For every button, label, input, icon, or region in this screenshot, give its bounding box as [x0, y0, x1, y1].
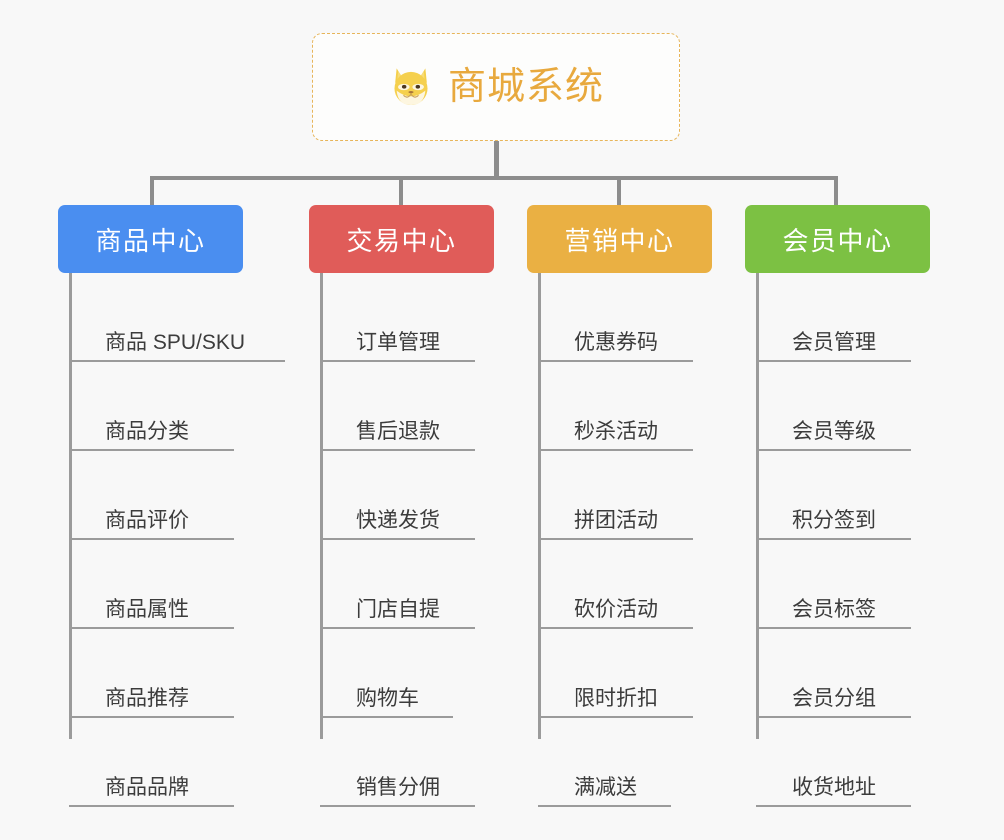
leaf-label: 拼团活动	[574, 509, 658, 532]
category-label-3: 营销中心	[564, 225, 675, 256]
root-title: 商城系统	[447, 66, 604, 108]
leaf-label: 售后退款	[356, 420, 440, 443]
category-header-4[interactable]: 会员中心	[745, 205, 930, 273]
leaf-label: 销售分佣	[356, 776, 440, 799]
leaf-item[interactable]: 拼团活动	[538, 451, 693, 540]
leaf-label: 满减送	[574, 776, 637, 799]
leaf-item[interactable]: 购物车	[320, 629, 453, 718]
category-header-2[interactable]: 交易中心	[309, 205, 494, 273]
branch-drop-line-2	[399, 176, 403, 208]
leaf-underline	[69, 449, 234, 451]
leaf-item[interactable]: 优惠券码	[538, 273, 693, 362]
leaf-item[interactable]: 商品品牌	[69, 718, 234, 807]
leaf-underline	[69, 805, 234, 807]
leaf-underline	[756, 627, 911, 629]
category-label-2: 交易中心	[346, 225, 457, 256]
leaf-label: 会员等级	[792, 420, 876, 443]
column-spine-2	[320, 273, 323, 739]
branch-drop-line-3	[617, 176, 621, 208]
leaf-label: 限时折扣	[574, 687, 658, 710]
leaf-underline	[320, 805, 475, 807]
leaf-item[interactable]: 商品推荐	[69, 629, 234, 718]
leaf-underline	[320, 716, 453, 718]
column-spine-4	[756, 273, 759, 739]
leaf-item[interactable]: 秒杀活动	[538, 362, 693, 451]
leaf-label: 砍价活动	[574, 598, 658, 621]
leaf-item[interactable]: 会员分组	[756, 629, 911, 718]
branch-drop-line-1	[150, 176, 154, 208]
leaf-label: 商品品牌	[105, 776, 189, 799]
root-node[interactable]: 商城系统	[312, 33, 680, 141]
leaf-item[interactable]: 商品分类	[69, 362, 234, 451]
leaf-item[interactable]: 砍价活动	[538, 540, 693, 629]
leaf-underline	[756, 538, 911, 540]
category-label-1: 商品中心	[95, 225, 206, 256]
branch-bus-line	[150, 176, 838, 180]
leaf-label: 优惠券码	[574, 331, 658, 354]
leaf-label: 会员分组	[792, 687, 876, 710]
column-spine-1	[69, 273, 72, 739]
category-header-1[interactable]: 商品中心	[58, 205, 243, 273]
leaf-underline	[538, 449, 693, 451]
leaf-item[interactable]: 售后退款	[320, 362, 475, 451]
leaf-label: 购物车	[356, 687, 419, 710]
leaf-underline	[320, 449, 475, 451]
leaf-underline	[320, 360, 475, 362]
leaf-label: 会员标签	[792, 598, 876, 621]
leaf-underline	[69, 360, 285, 362]
leaf-underline	[320, 627, 475, 629]
leaf-label: 会员管理	[792, 331, 876, 354]
leaf-label: 积分签到	[792, 509, 876, 532]
leaf-underline	[538, 805, 671, 807]
leaf-item[interactable]: 会员等级	[756, 362, 911, 451]
leaf-label: 订单管理	[356, 331, 440, 354]
leaf-underline	[320, 538, 475, 540]
shiba-dog-face-icon	[394, 68, 428, 107]
leaf-item[interactable]: 门店自提	[320, 540, 475, 629]
leaf-label: 收货地址	[792, 776, 876, 799]
leaf-underline	[756, 449, 911, 451]
leaf-underline	[69, 627, 234, 629]
leaf-item[interactable]: 销售分佣	[320, 718, 475, 807]
branch-drop-line-4	[834, 176, 838, 208]
leaf-underline	[538, 360, 693, 362]
leaf-underline	[538, 538, 693, 540]
leaf-item[interactable]: 会员管理	[756, 273, 911, 362]
leaf-label: 快递发货	[356, 509, 440, 532]
leaf-underline	[756, 805, 911, 807]
leaf-item[interactable]: 订单管理	[320, 273, 475, 362]
leaf-label: 秒杀活动	[574, 420, 658, 443]
leaf-underline	[756, 360, 911, 362]
leaf-label: 商品分类	[105, 420, 189, 443]
leaf-item[interactable]: 商品评价	[69, 451, 234, 540]
category-header-3[interactable]: 营销中心	[527, 205, 712, 273]
leaf-label: 门店自提	[356, 598, 440, 621]
leaf-underline	[538, 627, 693, 629]
leaf-label: 商品属性	[105, 598, 189, 621]
leaf-label: 商品评价	[105, 509, 189, 532]
leaf-item[interactable]: 积分签到	[756, 451, 911, 540]
leaf-underline	[538, 716, 693, 718]
leaf-label: 商品 SPU/SKU	[105, 331, 246, 354]
leaf-underline	[69, 538, 234, 540]
leaf-item[interactable]: 收货地址	[756, 718, 911, 807]
leaf-item[interactable]: 会员标签	[756, 540, 911, 629]
leaf-item[interactable]: 满减送	[538, 718, 671, 807]
leaf-item[interactable]: 商品属性	[69, 540, 234, 629]
leaf-item[interactable]: 限时折扣	[538, 629, 693, 718]
leaf-underline	[69, 716, 234, 718]
leaf-label: 商品推荐	[105, 687, 189, 710]
leaf-item[interactable]: 快递发货	[320, 451, 475, 540]
leaf-underline	[756, 716, 911, 718]
root-drop-line	[494, 141, 499, 178]
column-spine-3	[538, 273, 541, 739]
leaf-item[interactable]: 商品 SPU/SKU	[69, 273, 285, 362]
category-label-4: 会员中心	[782, 225, 893, 256]
